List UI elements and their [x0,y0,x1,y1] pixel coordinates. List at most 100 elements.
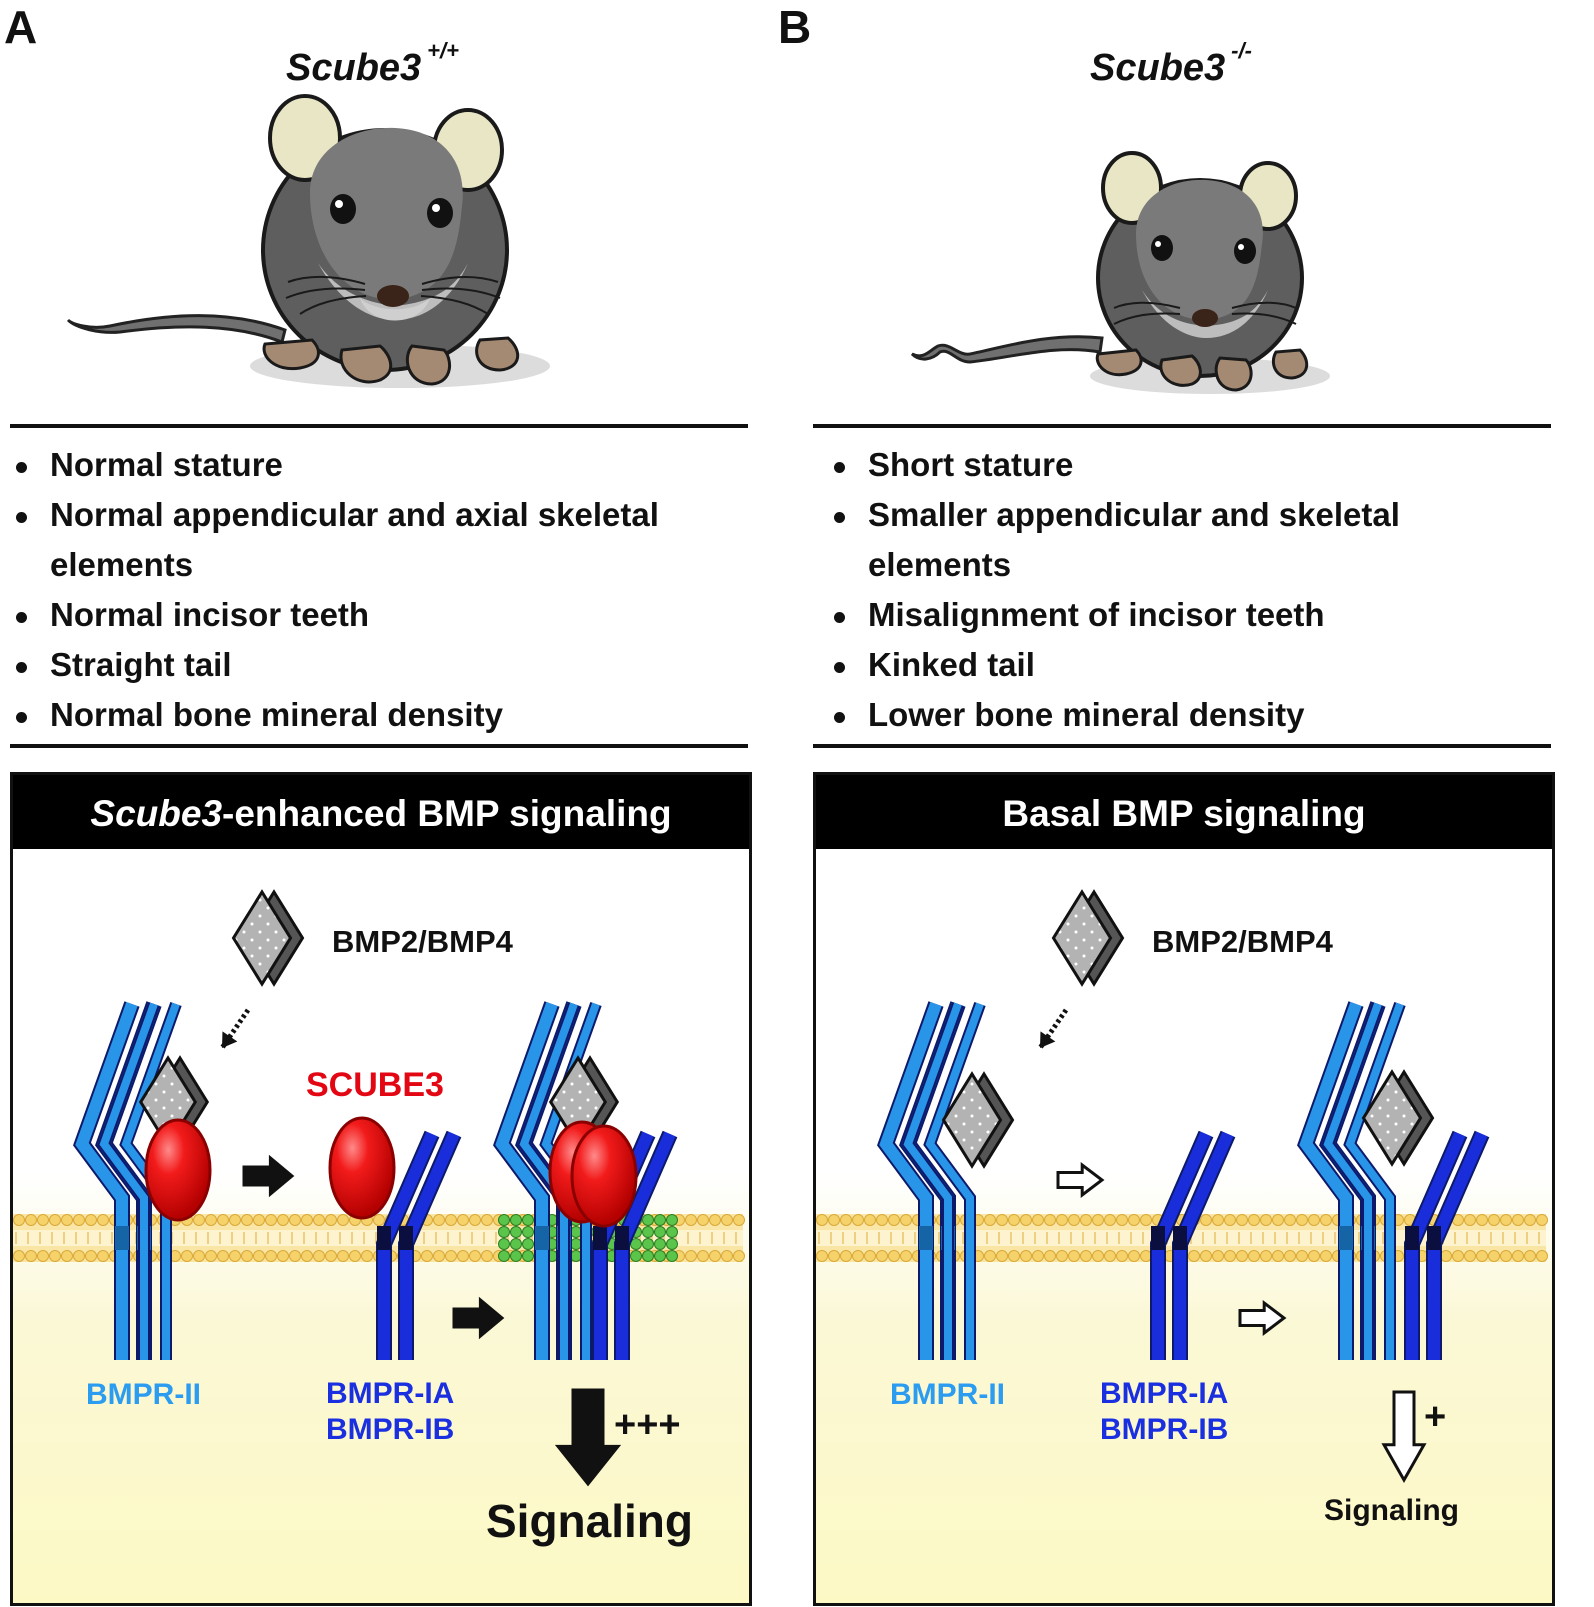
ligand-front [231,889,293,987]
lipid-head [1212,1214,1224,1226]
lipid-head [445,1214,457,1226]
lipid-head [1476,1250,1488,1262]
phenotype-item: Straight tail [10,640,750,690]
mechanism-header-basal: Basal BMP signaling [816,775,1552,849]
lipid-head [900,1214,912,1226]
bmpr-ib-label: BMPR-IB [326,1413,455,1446]
lipid-head [733,1250,745,1262]
lipid-head [1500,1250,1512,1262]
lipid-head [1068,1214,1080,1226]
lipid-head [37,1250,49,1262]
lipid-head [1296,1250,1308,1262]
raft-lipid [666,1226,678,1238]
lipid-head [265,1214,277,1226]
header-text: -enhanced BMP signaling [222,793,672,834]
lipid-head [1236,1214,1248,1226]
lipid-head [1116,1214,1128,1226]
tm-segment [115,1226,129,1250]
lipid-head [1524,1214,1536,1226]
lipid-head [1044,1214,1056,1226]
lipid-head [1008,1250,1020,1262]
bmpr-ii-chain-fill [1299,1001,1362,1360]
lipid-head [457,1214,469,1226]
lipid-head [1092,1214,1104,1226]
lipid-head [816,1214,828,1226]
lipid-head [1440,1250,1452,1262]
lipid-head [337,1214,349,1226]
lipid-head [984,1250,996,1262]
raft-lipid [498,1250,510,1262]
lipid-head [864,1250,876,1262]
lipid-head [1248,1214,1260,1226]
lipid-head [229,1214,241,1226]
lipid-head [1524,1250,1536,1262]
lipid-head [1200,1214,1212,1226]
lipid-head [421,1250,433,1262]
lipid-head [888,1214,900,1226]
lipid-head [1032,1250,1044,1262]
panel-b-letter: B [778,1,812,53]
arrow-head [1040,1031,1056,1048]
lipid-head [1140,1214,1152,1226]
lipid-head [205,1250,217,1262]
raft-lipid [570,1238,582,1250]
step-arrow-a2 [452,1296,505,1340]
lipid-head [1080,1250,1092,1262]
lipid-head [325,1250,337,1262]
lipid-head [61,1214,73,1226]
lipid-head [840,1250,852,1262]
signal-level-a: +++ [614,1404,681,1446]
raft-lipid [570,1250,582,1262]
lipid-head [900,1250,912,1262]
panel-a-letter: A [4,1,38,53]
lipid-head [1284,1214,1296,1226]
lipid-head [996,1250,1008,1262]
lipid-head [1032,1214,1044,1226]
tm-segment [377,1226,391,1250]
bmpr-ii-chain-fill [495,1001,558,1360]
lipid-head [721,1214,733,1226]
lipid-head [1272,1214,1284,1226]
lipid-head [1464,1250,1476,1262]
lipid-head [876,1250,888,1262]
lipid-head [1488,1214,1500,1226]
lipid-head [697,1250,709,1262]
tm-segment [1405,1226,1419,1250]
raft-lipid [510,1250,522,1262]
bmp-ligand-free-b [1051,889,1125,987]
lipid-head [73,1214,85,1226]
lipid-head [97,1250,109,1262]
bmpr-ia-label: BMPR-IA [326,1377,455,1410]
lipid-head [1212,1250,1224,1262]
lipid-head [1104,1214,1116,1226]
lipid-head [1092,1250,1104,1262]
lipid-head [373,1214,385,1226]
mouse-knockout-illustration [910,151,1330,394]
divider-bottom-b [813,744,1551,748]
raft-lipid [630,1250,642,1262]
genotype-wildtype: Scube3+/+ [286,38,459,90]
raft-lipid [642,1238,654,1250]
bmpr-ii-chain-inner-fill [903,1002,962,1360]
lipid-head [852,1214,864,1226]
raft-lipid [654,1226,666,1238]
bmpr-ii-chain-inner-fill [1323,1002,1382,1360]
tm-segment [1339,1226,1353,1250]
lipid-head [697,1214,709,1226]
raft-lipid [498,1226,510,1238]
lipid-head [1272,1250,1284,1262]
bmpr-ii-chain-inner-fill [925,1002,984,1360]
lipid-head [241,1214,253,1226]
lipid-head [217,1250,229,1262]
lipid-head [709,1250,721,1262]
lipid-head [85,1214,97,1226]
lipid-head [25,1214,37,1226]
raft-lipid [510,1226,522,1238]
raft-lipid [498,1238,510,1250]
bmpr-ii-chain-inner-fill [1345,1002,1404,1360]
lipid-head [828,1214,840,1226]
lipid-head [49,1214,61,1226]
arrow-head [222,1031,238,1048]
signal-level-b: + [1424,1396,1447,1438]
